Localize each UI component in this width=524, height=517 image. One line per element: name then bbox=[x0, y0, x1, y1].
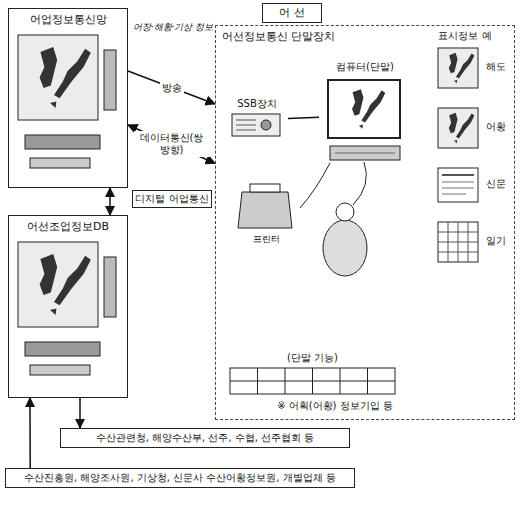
ssb-unit: SSB장치 bbox=[226, 96, 288, 141]
computer-monitor bbox=[328, 80, 400, 160]
operator bbox=[323, 162, 367, 276]
network-box: 어업정보통신망 bbox=[8, 8, 128, 188]
annotation-label: 프린터 bbox=[236, 234, 296, 245]
connector bbox=[29, 398, 31, 468]
annotation-label: 표시정보 예 bbox=[425, 30, 505, 42]
connector bbox=[128, 125, 215, 163]
node-text: 컴퓨터(단말) bbox=[320, 61, 410, 73]
map-panel bbox=[18, 242, 116, 375]
vessel-header: 어 선 bbox=[262, 3, 322, 23]
edge-label: 데이터통신(쌍방향) bbox=[134, 131, 210, 157]
node-text: 어선조업정보DB bbox=[12, 220, 124, 233]
annotation-label: 어황 bbox=[482, 121, 510, 133]
database-box: 어선조업정보DB bbox=[8, 215, 128, 398]
provider-box: 수산진흥원, 해양조사원, 기상청, 신문사 수산어황정보원, 개별업체 등 bbox=[5, 468, 355, 488]
printer bbox=[238, 163, 330, 228]
connector bbox=[288, 117, 319, 118]
display-thumbnail bbox=[438, 48, 478, 262]
node-text: 디지털 어업통신 bbox=[135, 193, 209, 205]
annotation-label: (단말 기능) bbox=[230, 352, 395, 364]
annotation-label: 신문 bbox=[482, 178, 510, 190]
ssb-device bbox=[232, 114, 280, 136]
annotation-label: 어장·해황·기상 정보 bbox=[132, 22, 214, 33]
node-text: 수산진흥원, 해양조사원, 기상청, 신문사 수산어황정보원, 개별업체 등 bbox=[10, 472, 350, 484]
annotation-label: 일기 bbox=[482, 235, 510, 247]
map-panel bbox=[18, 35, 116, 168]
link-label-box: 디지털 어업통신 bbox=[132, 190, 212, 208]
annotation-label: 해도 bbox=[482, 61, 510, 73]
node-text: 어업정보통신망 bbox=[12, 13, 124, 26]
node-text: 수산관련청, 해양수산부, 선주, 수협, 선주협회 등 bbox=[65, 432, 345, 444]
function-table bbox=[230, 368, 395, 394]
connector bbox=[128, 71, 215, 104]
edge-label: 방송 bbox=[160, 81, 184, 95]
connector bbox=[109, 188, 111, 215]
connector bbox=[79, 398, 81, 428]
user-box: 수산관련청, 해양수산부, 선주, 수협, 선주협회 등 bbox=[60, 428, 350, 448]
node-text: 어 선 bbox=[265, 6, 319, 19]
annotation-label: ※ 어획(어황) 정보기입 등 bbox=[225, 400, 445, 412]
computer-terminal: 컴퓨터(단말) bbox=[319, 59, 411, 167]
terminal-region: 어선정보통신 단말장치SSB장치컴퓨터(단말) bbox=[215, 25, 515, 420]
node-text: SSB장치 bbox=[227, 98, 287, 110]
